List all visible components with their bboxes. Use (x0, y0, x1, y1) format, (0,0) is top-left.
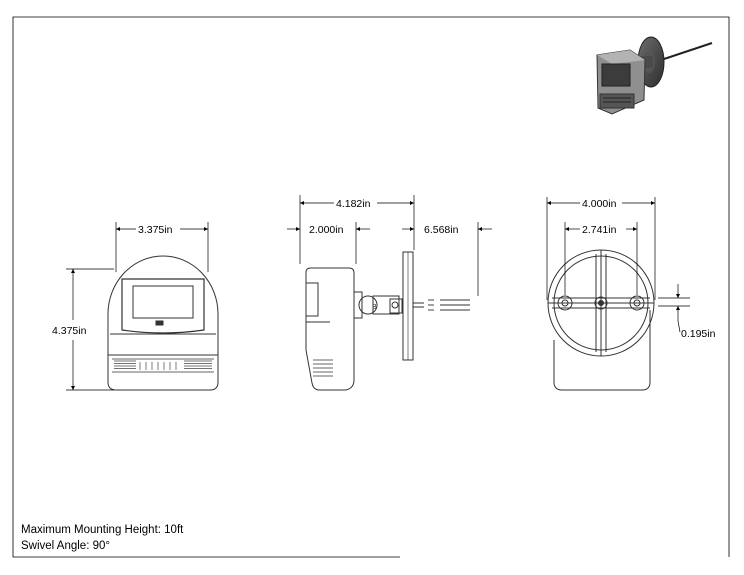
rear-width-label: 4.000in (582, 198, 617, 210)
side-wire-label: 6.568in (424, 224, 459, 236)
side-view (305, 251, 424, 391)
rear-offset-label: 0.195in (681, 328, 716, 340)
side-view-wire (428, 299, 470, 311)
rear-holes-label: 2.741in (582, 224, 617, 236)
front-view-grille (114, 360, 212, 370)
front-width-label: 3.375in (138, 224, 173, 236)
front-view (107, 255, 219, 391)
side-body-label: 2.000in (309, 224, 344, 236)
rear-dimension-lines (546, 197, 690, 333)
product-3d-image (596, 36, 713, 115)
side-overall-label: 4.182in (336, 198, 371, 210)
front-height-label: 4.375in (52, 325, 87, 337)
swivel-angle-note: Swivel Angle: 90° (21, 540, 110, 552)
rear-view (547, 249, 655, 391)
mounting-height-note: Maximum Mounting Height: 10ft (21, 524, 184, 536)
side-view-part-mark: B (372, 304, 377, 311)
sheet-border (12, 16, 730, 558)
front-dimension-lines (66, 222, 209, 391)
side-dimension-lines (287, 195, 492, 296)
